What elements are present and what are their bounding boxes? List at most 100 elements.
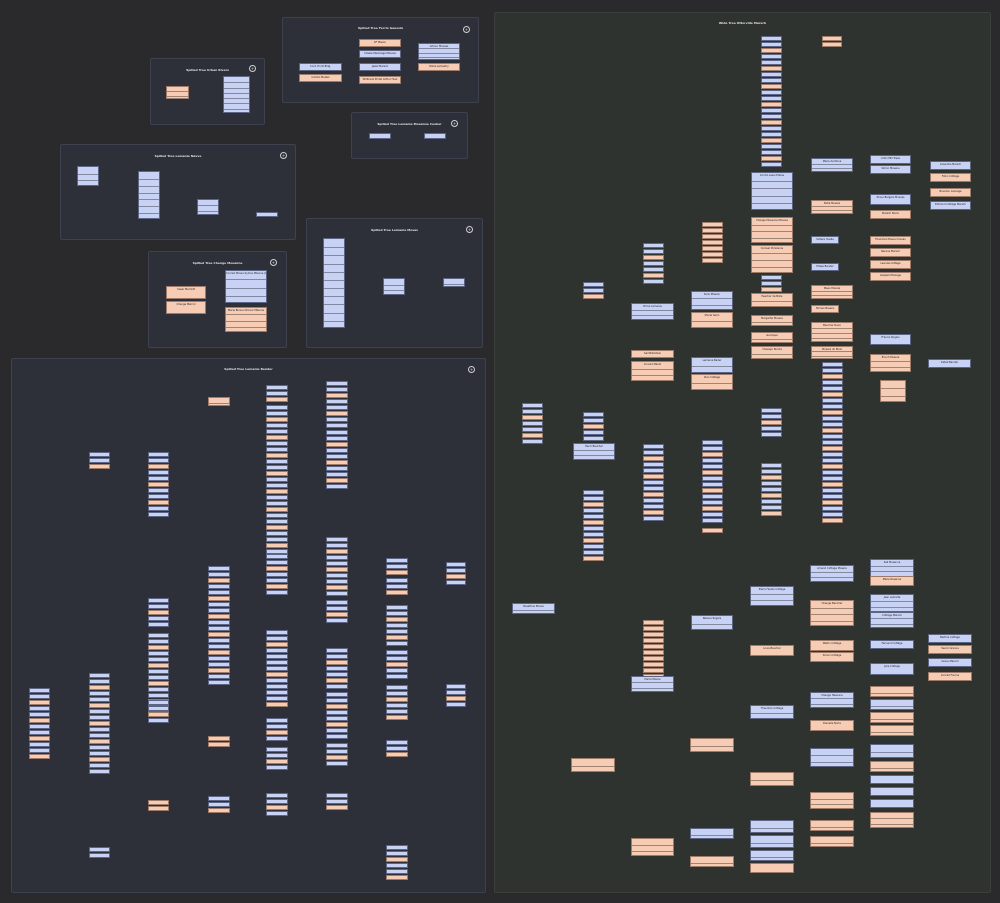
tree-node[interactable]: Contro Lesio Prelne [751, 172, 793, 210]
tree-node[interactable] [326, 573, 348, 578]
tree-node[interactable] [208, 572, 230, 577]
tree-node[interactable]: Theodore Mosoe Cloulan [870, 236, 911, 245]
tree-node[interactable] [643, 656, 664, 661]
tree-node[interactable] [702, 528, 723, 533]
tree-node[interactable] [326, 672, 348, 677]
tree-node[interactable] [810, 820, 854, 831]
tree-node[interactable] [326, 442, 348, 447]
tree-node[interactable] [89, 464, 110, 469]
tree-node[interactable] [89, 757, 110, 762]
tree-node[interactable] [148, 458, 169, 463]
tree-node[interactable] [89, 733, 110, 738]
tree-node[interactable] [386, 650, 408, 655]
tree-node[interactable] [446, 684, 466, 689]
tree-node[interactable] [761, 78, 782, 83]
tree-node[interactable] [822, 374, 843, 379]
tree-node[interactable] [148, 500, 169, 505]
tree-node[interactable] [424, 133, 446, 139]
tree-node[interactable] [208, 578, 230, 583]
tree-node[interactable] [369, 133, 391, 139]
tree-node[interactable] [571, 758, 615, 772]
tree-node[interactable]: Cottage Marsch [870, 612, 914, 628]
tree-node[interactable] [208, 608, 230, 613]
tree-node[interactable] [702, 252, 723, 257]
tree-node[interactable] [266, 654, 288, 659]
tree-node[interactable] [208, 674, 230, 679]
tree-node[interactable] [643, 267, 664, 272]
tree-node[interactable] [326, 749, 348, 754]
tree-node[interactable]: Louis Baucher [750, 645, 794, 656]
tree-node[interactable]: Ardin Mill Trees [870, 155, 911, 164]
tree-node[interactable] [386, 617, 408, 622]
tree-node[interactable] [266, 423, 288, 428]
tree-node[interactable]: Gernique [751, 332, 793, 343]
tree-node[interactable] [522, 439, 543, 444]
tree-node[interactable] [29, 730, 50, 735]
tree-node[interactable] [148, 604, 169, 609]
tree-node[interactable] [750, 772, 794, 786]
tree-node[interactable] [446, 562, 466, 567]
tree-node[interactable] [822, 464, 843, 469]
tree-node[interactable] [761, 42, 782, 47]
tree-node[interactable] [77, 166, 99, 186]
tree-node[interactable] [208, 638, 230, 643]
tree-node[interactable] [643, 474, 664, 479]
tree-node[interactable] [326, 549, 348, 554]
tree-node[interactable] [822, 42, 842, 47]
tree-node[interactable]: Arnand Cottage Mosere [810, 565, 854, 582]
tree-node[interactable] [148, 616, 169, 621]
tree-node[interactable] [386, 709, 408, 714]
tree-node[interactable] [761, 150, 782, 155]
tree-node[interactable] [208, 742, 230, 747]
tree-node[interactable] [386, 629, 408, 634]
tree-node[interactable] [810, 792, 854, 809]
tree-node[interactable]: Theodore Cottage [750, 705, 794, 719]
tree-node[interactable]: Prime Lemanie [631, 303, 674, 320]
tree-node[interactable] [822, 398, 843, 403]
tree-node[interactable] [266, 554, 288, 559]
tree-node[interactable] [208, 632, 230, 637]
tree-node[interactable] [761, 54, 782, 59]
tree-node[interactable] [208, 668, 230, 673]
tree-node[interactable] [386, 863, 408, 868]
tree-node[interactable] [89, 715, 110, 720]
tree-node[interactable] [326, 484, 348, 489]
tree-node[interactable] [583, 538, 604, 543]
tree-node[interactable] [822, 386, 843, 391]
tree-node[interactable] [583, 502, 604, 507]
tree-node[interactable] [761, 481, 782, 486]
tree-node[interactable] [208, 397, 230, 406]
tree-node[interactable] [643, 510, 664, 515]
tree-node[interactable] [583, 556, 604, 561]
tree-node[interactable] [89, 721, 110, 726]
tree-node[interactable] [326, 585, 348, 590]
tree-node[interactable] [643, 668, 664, 673]
tree-node[interactable] [631, 838, 674, 856]
tree-node[interactable] [266, 465, 288, 470]
tree-node[interactable] [702, 228, 723, 233]
tree-node[interactable] [208, 680, 230, 685]
tree-node[interactable] [148, 712, 169, 717]
tree-node[interactable] [89, 727, 110, 732]
tree-node[interactable] [326, 417, 348, 422]
tree-node[interactable] [266, 584, 288, 589]
tree-node[interactable] [761, 505, 782, 510]
tree-node[interactable] [89, 703, 110, 708]
tree-node[interactable] [761, 96, 782, 101]
tree-node[interactable] [148, 806, 169, 811]
tree-node[interactable] [266, 471, 288, 476]
tree-node[interactable] [583, 288, 604, 293]
tree-node[interactable] [643, 638, 664, 643]
tree-node[interactable] [386, 611, 408, 616]
tree-node[interactable] [266, 549, 288, 554]
tree-node[interactable] [386, 715, 408, 720]
tree-node[interactable] [822, 488, 843, 493]
tree-node[interactable] [208, 620, 230, 625]
tree-node[interactable] [643, 243, 664, 248]
tree-node[interactable] [266, 459, 288, 464]
tree-node[interactable] [702, 512, 723, 517]
tree-node[interactable] [326, 612, 348, 617]
tree-node[interactable] [643, 486, 664, 491]
tree-node[interactable]: Rosettine Mosoe [512, 603, 555, 614]
expand-icon[interactable]: + [280, 152, 287, 159]
